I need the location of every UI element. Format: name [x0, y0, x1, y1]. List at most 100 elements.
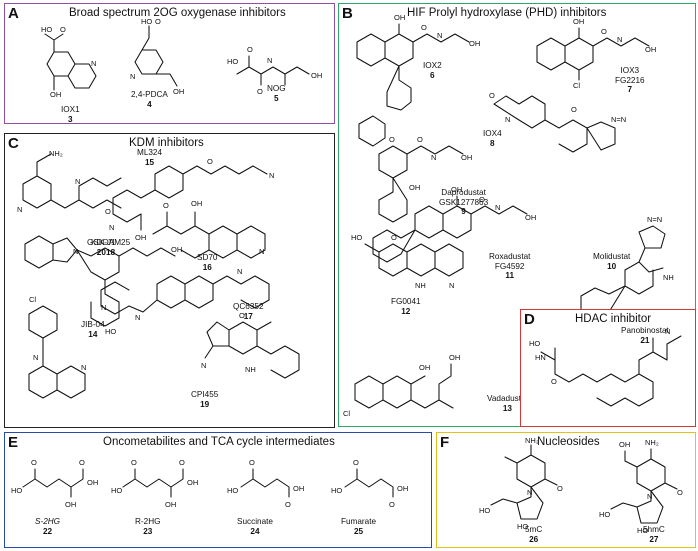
svg-text:N: N: [109, 223, 114, 232]
panel-a-label: A: [8, 5, 19, 22]
svg-text:OH: OH: [87, 478, 98, 487]
svg-text:N: N: [81, 363, 86, 372]
svg-text:N=N: N=N: [647, 215, 662, 224]
svg-text:O: O: [601, 27, 607, 36]
svg-text:O: O: [131, 458, 137, 467]
svg-text:N: N: [527, 488, 532, 497]
svg-text:HO: HO: [637, 526, 648, 535]
svg-text:OH: OH: [409, 183, 420, 192]
svg-text:HO: HO: [331, 486, 342, 495]
svg-text:N: N: [449, 281, 454, 290]
svg-text:OH: OH: [165, 500, 176, 509]
svg-text:O: O: [353, 458, 359, 467]
svg-text:N: N: [237, 267, 242, 276]
panel-f-title: Nucleosides: [537, 436, 600, 448]
svg-text:HO: HO: [529, 339, 540, 348]
svg-text:N: N: [431, 153, 436, 162]
svg-text:O: O: [60, 25, 66, 34]
svg-text:O: O: [489, 91, 495, 100]
panel-c-title: KDM inhibitors: [129, 137, 204, 149]
svg-text:HO: HO: [11, 486, 22, 495]
svg-text:O: O: [105, 207, 111, 216]
svg-text:HO: HO: [479, 506, 490, 515]
svg-text:O: O: [31, 458, 37, 467]
svg-text:OH: OH: [293, 484, 304, 493]
kdoam25-structure: NH₂ N N O: [17, 149, 122, 216]
panel-c-label: C: [8, 135, 19, 152]
panel-a-title: Broad spectrum 2OG oxygenase inhibitors: [69, 7, 286, 19]
svg-text:NH₂: NH₂: [49, 149, 63, 158]
svg-text:O: O: [421, 23, 427, 32]
svg-text:OH: OH: [50, 90, 61, 99]
svg-text:OH: OH: [191, 199, 202, 208]
svg-text:HN: HN: [535, 353, 546, 362]
svg-text:O: O: [417, 135, 423, 144]
svg-text:O: O: [285, 500, 291, 509]
svg-text:OH: OH: [419, 363, 430, 372]
svg-text:N: N: [269, 171, 274, 180]
svg-text:HO: HO: [351, 233, 362, 242]
svg-text:HO: HO: [41, 25, 52, 34]
svg-text:NH: NH: [245, 365, 256, 374]
svg-text:N: N: [73, 247, 78, 256]
svg-text:HO: HO: [599, 510, 610, 519]
svg-text:NH: NH: [415, 281, 426, 290]
svg-text:OH: OH: [461, 153, 472, 162]
svg-text:N: N: [17, 205, 22, 214]
svg-text:O: O: [163, 201, 169, 210]
svg-text:NH₂: NH₂: [645, 438, 659, 447]
panel-a: A Broad spectrum 2OG oxygenase inhibitor…: [4, 3, 335, 124]
svg-text:HO: HO: [227, 57, 238, 66]
svg-text:O: O: [179, 458, 185, 467]
svg-text:N=N: N=N: [611, 115, 626, 124]
svg-text:O: O: [571, 105, 577, 114]
svg-text:OH: OH: [525, 213, 536, 222]
svg-text:O: O: [557, 484, 563, 493]
panel-f-label: F: [440, 434, 450, 451]
iox4-structure: O N O N=N: [489, 91, 626, 153]
svg-text:OH: OH: [449, 353, 460, 362]
svg-text:HO: HO: [141, 17, 152, 26]
svg-text:O: O: [391, 233, 397, 242]
svg-text:N: N: [437, 31, 442, 40]
svg-text:N: N: [75, 177, 80, 186]
svg-text:N: N: [505, 115, 510, 124]
svg-text:N: N: [665, 327, 670, 336]
panel-e-title: Oncometabilites and TCA cycle intermedia…: [103, 436, 335, 448]
svg-text:O: O: [155, 17, 161, 26]
svg-text:HO: HO: [227, 486, 238, 495]
svg-text:HO: HO: [517, 522, 528, 531]
svg-text:O: O: [247, 45, 253, 54]
svg-text:N: N: [267, 56, 272, 65]
svg-text:OH: OH: [65, 500, 76, 509]
panel-d-title: HDAC inhibitor: [575, 313, 652, 325]
svg-text:OH: OH: [451, 185, 462, 194]
svg-text:N: N: [130, 72, 135, 81]
